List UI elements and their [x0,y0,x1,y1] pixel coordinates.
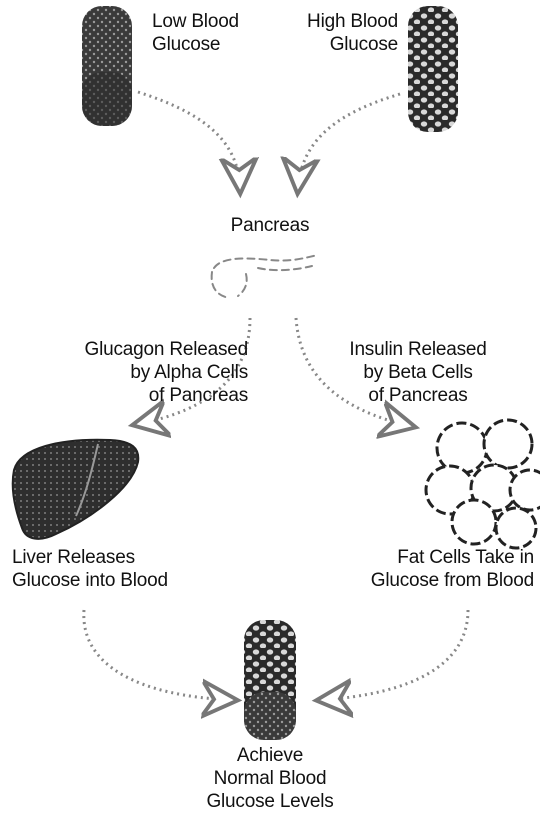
arrow-liver-to-normal [84,610,232,700]
fat-cells-label: Fat Cells Take in Glucose from Blood [330,546,534,592]
liver-releases-label: Liver Releases Glucose into Blood [12,546,168,592]
liver-icon [13,440,139,539]
glucagon-released-label: Glucagon Released by Alpha Cells of Panc… [10,338,248,407]
normal-glucose-label: Achieve Normal Blood Glucose Levels [170,744,370,813]
low-glucose-vessel-icon [82,6,132,126]
fat-cells-icon [426,420,540,548]
pancreas-label: Pancreas [210,214,330,237]
pancreas-icon [212,255,318,298]
arrow-fat-to-normal [322,610,468,700]
high-glucose-vessel-icon [408,6,458,132]
insulin-released-label: Insulin Released by Beta Cells of Pancre… [318,338,518,407]
low-blood-glucose-label: Low Blood Glucose [152,10,239,56]
normal-glucose-vessel-icon [244,620,296,740]
high-blood-glucose-label: High Blood Glucose [264,10,398,56]
arrow-low-to-pancreas [138,92,240,188]
arrow-high-to-pancreas [298,94,400,188]
